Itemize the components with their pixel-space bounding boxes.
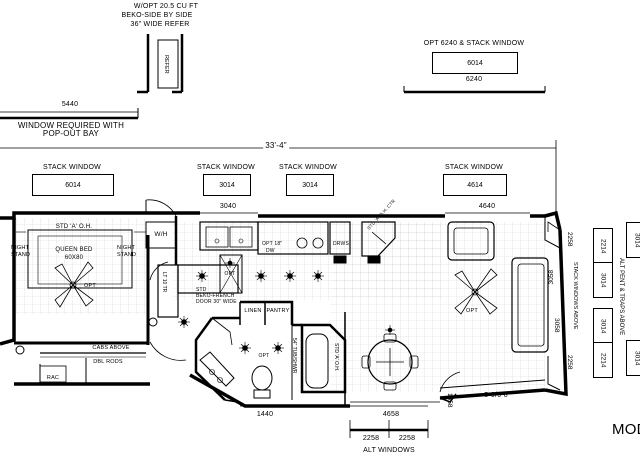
bay-window-and-doors <box>350 216 561 403</box>
stack-window-3-title: STACK WINDOW <box>279 164 337 171</box>
side-box-6: 3014 <box>626 340 640 376</box>
ceiling-fan-bedroom <box>54 261 94 308</box>
bath-walls <box>194 300 347 406</box>
model-text: MOD <box>612 421 640 438</box>
window-dim-1440: 1440 <box>256 411 274 418</box>
bedroom-walls <box>14 235 150 345</box>
refer-note-line3: 36" WIDE REFER <box>130 21 190 28</box>
opt-stack-dim: 6240 <box>465 76 483 83</box>
tub-label: 54" TUB/SHWR <box>291 338 297 374</box>
bay-dim-bottom: 2258 <box>566 355 573 370</box>
bay-dim-left1: 3058 <box>548 270 555 285</box>
bay-dim-top: 2258 <box>566 232 573 247</box>
refer-tag: REFER <box>163 55 169 74</box>
bedroom-tile-floor <box>14 218 146 314</box>
window-dim-lines <box>200 212 530 438</box>
stack-window-4-box: 4614 <box>443 174 507 196</box>
rac-label: RAC <box>46 375 60 381</box>
bedroom-fan-opt: OPT <box>84 283 96 289</box>
stack-window-2-box: 3014 <box>203 174 251 196</box>
night-stand-right-label: NIGHT STAND <box>117 245 137 258</box>
side-box-2: 3014 <box>593 262 613 298</box>
overall-dimension: 33'-4" <box>263 141 289 150</box>
dbl-rods-label: DBL RODS <box>93 359 123 365</box>
popout-note-line2: POP-OUT BAY <box>42 129 100 138</box>
light-fixtures <box>178 258 395 354</box>
refer-note-line1: W/OPT 20.5 CU FT <box>133 3 199 10</box>
linen-label: LINEN <box>244 308 262 314</box>
opt-stack-wall <box>403 86 546 94</box>
window-dim-1658: 1658 <box>446 393 453 408</box>
stack-window-3-box: 3014 <box>286 174 334 196</box>
window-dim-4640: 4640 <box>478 203 496 210</box>
opt-18-label: OPT 18" <box>262 241 283 247</box>
bath-oh-label: STD 'A' O.H. <box>333 343 339 372</box>
alt-window-dim-a: 2258 <box>362 435 380 442</box>
beko-refer-label: STD BEKO-FRENCH DOOR 30" WIDE <box>196 287 237 305</box>
ceiling-fan-living <box>454 268 498 315</box>
alt-pent-traps-label: ALT PENT & TRAPS ABOVE <box>618 258 624 336</box>
popout-note-line1: WINDOW REQUIRED WITH <box>17 121 125 130</box>
refer-detail <box>137 34 184 94</box>
kitchen-opt-label: OPT <box>224 271 236 277</box>
queen-bed-label: QUEEN BED <box>55 247 93 253</box>
dw-label: DW <box>266 248 275 254</box>
popout-dim: 5440 <box>61 101 79 108</box>
bed-size-label: 60X80 <box>64 255 84 261</box>
pantry-label: PANTRY <box>266 308 290 314</box>
lt-10-label: LT 10 TR <box>161 272 167 293</box>
opt-stack-title: OPT 6240 & STACK WINDOW <box>423 40 525 47</box>
alt-windows-label: ALT WINDOWS <box>363 447 415 454</box>
stack-window-1-box: 6014 <box>32 174 114 196</box>
alt-window-dim-b: 2258 <box>398 435 416 442</box>
side-box-1: 2214 <box>593 228 613 264</box>
side-box-4: 2214 <box>593 342 613 378</box>
bath-opt-label: OPT <box>258 353 270 359</box>
stack-window-2-title: STACK WINDOW <box>197 164 255 171</box>
night-stand-left-label: NIGHT STAND <box>11 245 31 258</box>
refer-note-line2: BEKO-SIDE BY SIDE <box>121 12 193 19</box>
stack-window-4-title: STACK WINDOW <box>445 164 503 171</box>
stack-windows-above-label: STACK WINDOWS ABOVE <box>572 262 578 330</box>
bedroom-features <box>15 229 146 384</box>
std-oh-label: STD 'A' O.H. <box>55 224 93 230</box>
window-dim-4658: 4658 <box>382 411 400 418</box>
side-box-5: 3014 <box>626 222 640 258</box>
kitchen-counters <box>157 221 396 318</box>
living-tile-floor <box>330 222 545 392</box>
bay-dim-label: 5-0/6-8 <box>484 392 508 399</box>
stack-window-1-title: STACK WINDOW <box>43 164 101 171</box>
living-furniture <box>361 221 561 391</box>
water-heater-label: W/H <box>154 231 168 238</box>
opt-stack-window-box: 6014 <box>432 52 518 74</box>
cabs-above-label: CABS ABOVE <box>92 345 130 351</box>
popout-window-wall <box>0 108 139 120</box>
living-fan-opt: OPT <box>466 308 478 314</box>
entry-area <box>145 199 187 361</box>
bay-dim-left2: 3058 <box>553 318 560 333</box>
window-dim-3040: 3040 <box>219 203 237 210</box>
drws-label: DRWS <box>333 241 349 247</box>
side-box-3: 3014 <box>593 308 613 344</box>
